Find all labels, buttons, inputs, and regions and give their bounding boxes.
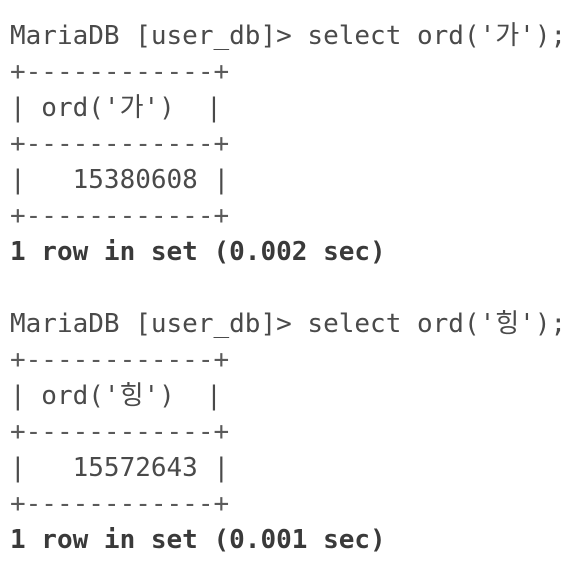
- sql-command: select ord('가');: [307, 21, 567, 51]
- prompt: MariaDB [user_db]>: [10, 21, 308, 51]
- result-summary: 1 row in set (0.002 sec): [10, 237, 386, 267]
- table-border-top: +------------+: [10, 57, 230, 87]
- table-border-bottom: +------------+: [10, 201, 230, 231]
- table-value-row: | 15380608 |: [10, 165, 230, 195]
- command-line: MariaDB [user_db]> select ord('가');: [10, 18, 582, 54]
- table-header-row: | ord('가') |: [10, 93, 222, 123]
- result-summary: 1 row in set (0.001 sec): [10, 525, 386, 555]
- query-block-2: MariaDB [user_db]> select ord('힝'); +---…: [10, 306, 582, 558]
- table-value-row: | 15572643 |: [10, 453, 230, 483]
- table-header-row: | ord('힝') |: [10, 381, 222, 411]
- table-border-mid: +------------+: [10, 417, 230, 447]
- query-block-1: MariaDB [user_db]> select ord('가'); +---…: [10, 18, 582, 270]
- table-border-mid: +------------+: [10, 129, 230, 159]
- sql-command: select ord('힝');: [307, 309, 567, 339]
- table-border-top: +------------+: [10, 345, 230, 375]
- command-line: MariaDB [user_db]> select ord('힝');: [10, 306, 582, 342]
- prompt: MariaDB [user_db]>: [10, 309, 308, 339]
- table-border-bottom: +------------+: [10, 489, 230, 519]
